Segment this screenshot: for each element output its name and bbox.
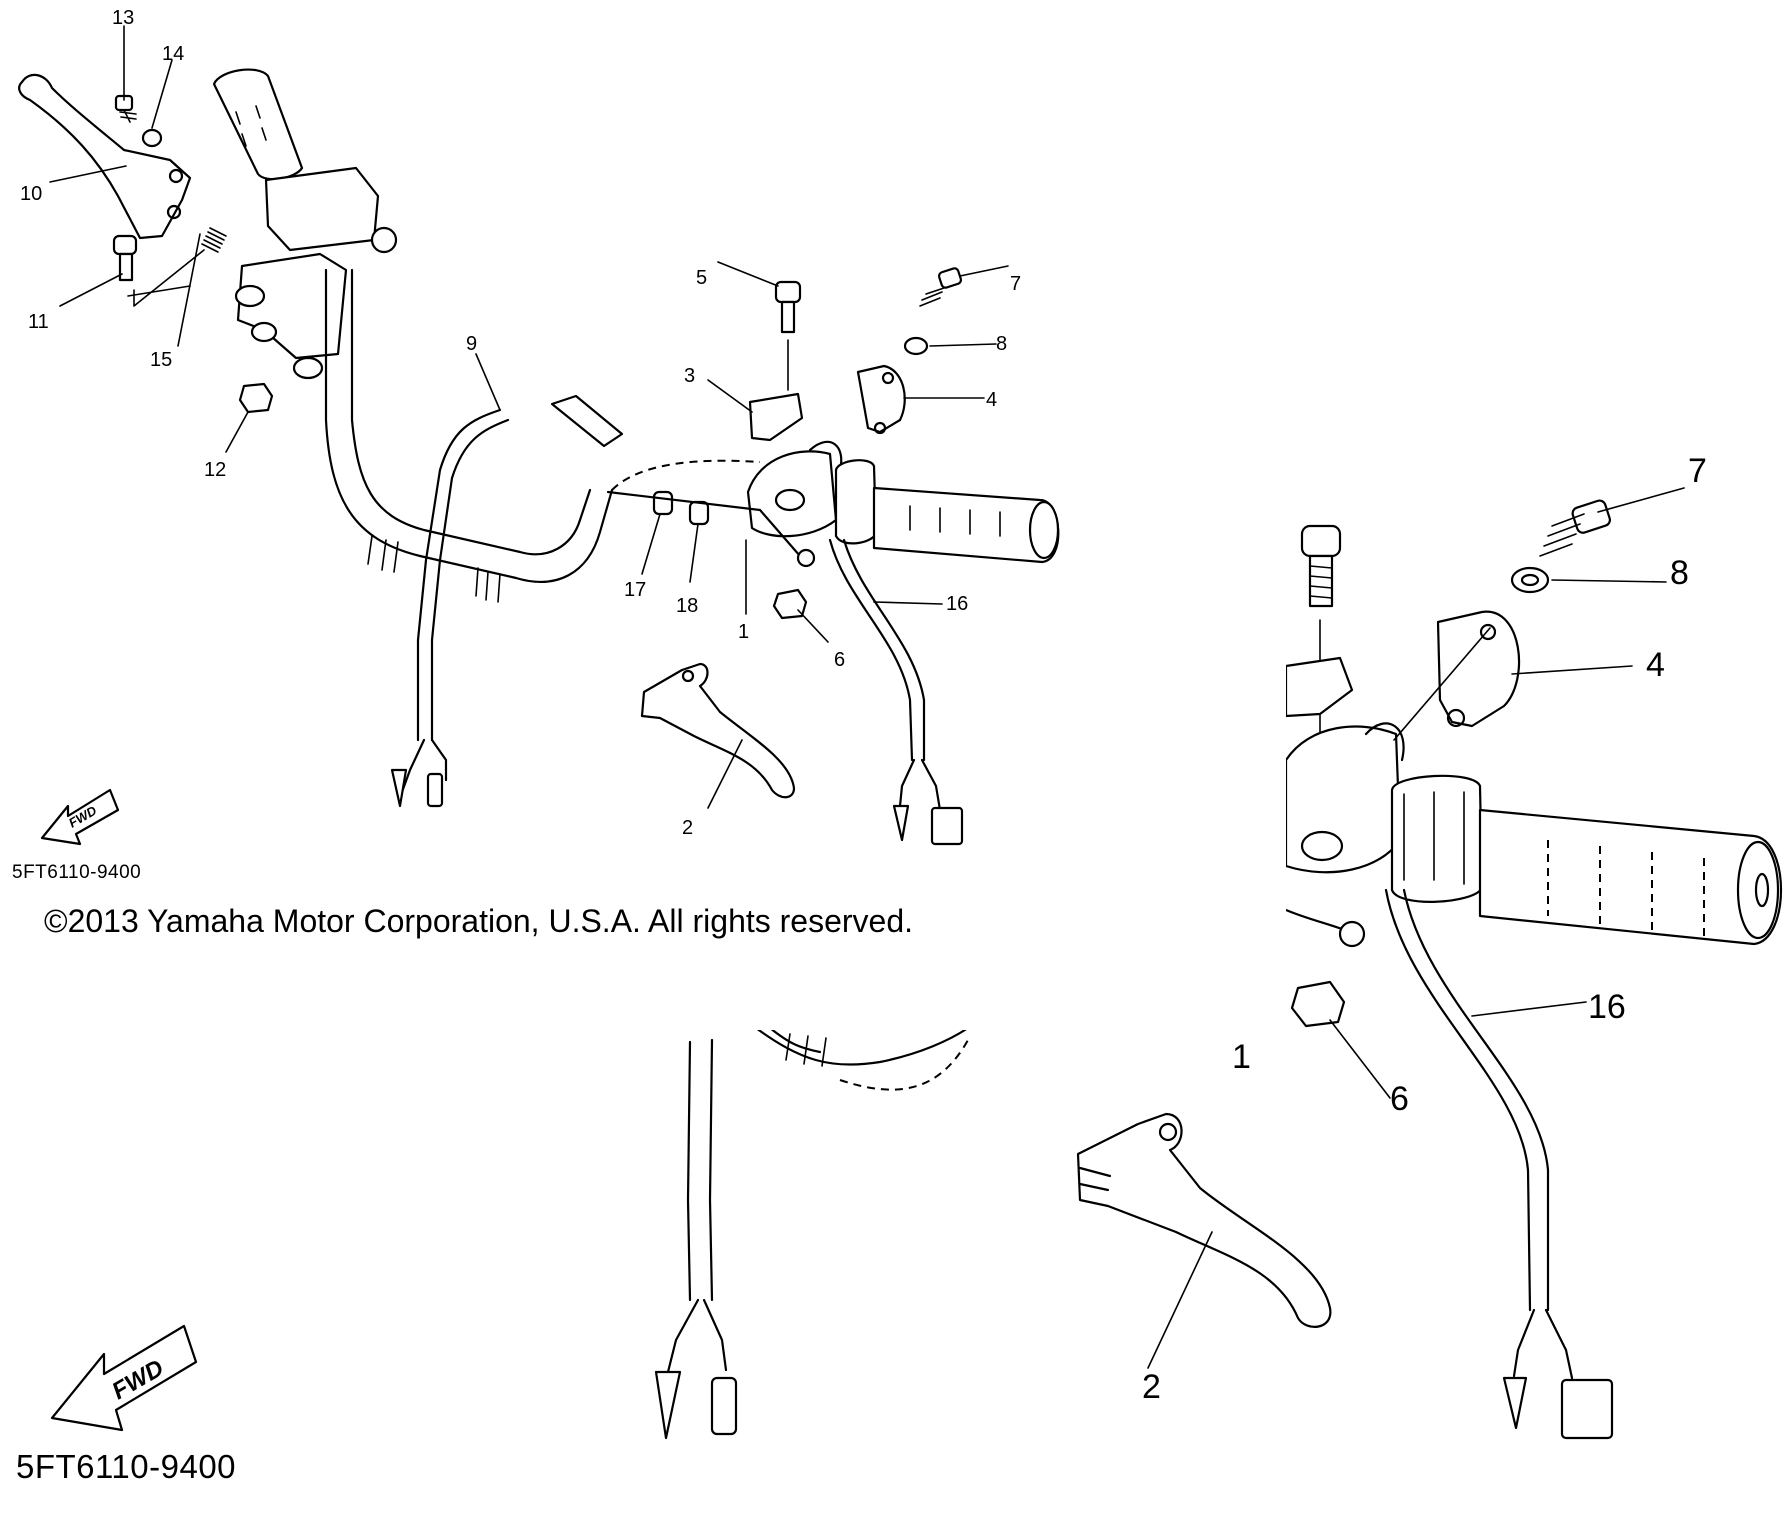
leader-lines-small xyxy=(49,25,1009,809)
part-label-16: 16 xyxy=(946,593,969,615)
clamp-3-drawing xyxy=(748,392,804,442)
spring-15-drawing xyxy=(201,227,227,253)
copyright-panel xyxy=(0,880,1040,1030)
part-label-11: 11 xyxy=(28,311,49,333)
screw-13-drawing xyxy=(114,94,137,123)
nut-12-drawing xyxy=(238,382,274,414)
part-label-6: 6 xyxy=(834,649,846,671)
part-label-2-large: 2 xyxy=(1142,1368,1161,1406)
part-label-17: 17 xyxy=(624,579,647,601)
part-label-8-large: 8 xyxy=(1670,554,1689,592)
part-label-14: 14 xyxy=(162,43,185,65)
part-code-small: 5FT6110-9400 xyxy=(12,862,142,883)
switch-housing-drawing xyxy=(264,166,398,254)
clutch-lever-drawing xyxy=(18,73,192,240)
part-label-7: 7 xyxy=(1010,273,1022,295)
wire-harness-16-drawing xyxy=(828,538,964,846)
part-label-7-large: 7 xyxy=(1688,452,1707,490)
cable-clamp-17-drawing xyxy=(652,490,674,516)
pivot-bolt-11-drawing xyxy=(112,234,138,282)
brake-lever-2-drawing xyxy=(640,662,796,799)
part-label-1: 1 xyxy=(738,621,750,643)
fwd-arrow-small-icon: FWD xyxy=(40,788,120,846)
part-label-18: 18 xyxy=(676,595,699,617)
part-code-large: 5FT6110-9400 xyxy=(16,1448,237,1485)
fwd-arrow-large-icon: FWD xyxy=(50,1324,198,1432)
left-grip-drawing xyxy=(212,68,304,181)
part-label-4: 4 xyxy=(986,389,998,411)
part-label-12: 12 xyxy=(204,459,227,481)
part-label-15: 15 xyxy=(150,349,173,371)
cable-clamp-18-drawing xyxy=(688,500,710,526)
lever-perch-drawing xyxy=(234,252,348,380)
right-grip-drawing xyxy=(834,459,1060,564)
screw-7-drawing xyxy=(919,267,963,307)
part-label-16-large: 16 xyxy=(1588,988,1626,1026)
copyright-text: ©2013 Yamaha Motor Corporation, U.S.A. A… xyxy=(44,903,914,939)
bolt-5-drawing xyxy=(774,280,802,391)
zoom-panel-edge xyxy=(1282,515,1286,1035)
cable-9-drawing xyxy=(390,394,624,808)
clamp-4-drawing xyxy=(856,364,906,435)
part-label-9: 9 xyxy=(466,333,478,355)
part-label-2: 2 xyxy=(682,817,694,839)
part-label-8: 8 xyxy=(996,333,1008,355)
part-label-10: 10 xyxy=(20,183,43,205)
part-label-6-large: 6 xyxy=(1390,1080,1409,1118)
nut-14-drawing xyxy=(141,128,163,148)
part-label-1-large: 1 xyxy=(1232,1038,1251,1076)
part-label-5: 5 xyxy=(696,267,708,289)
part-label-3: 3 xyxy=(684,365,696,387)
part-label-13: 13 xyxy=(112,7,135,29)
zoomed-detail-drawing xyxy=(654,487,1783,1440)
part-label-4-large: 4 xyxy=(1646,646,1665,684)
washer-8-drawing xyxy=(903,336,929,356)
lever-holder-1-drawing xyxy=(746,440,843,538)
handlebar-drawing xyxy=(324,268,761,603)
